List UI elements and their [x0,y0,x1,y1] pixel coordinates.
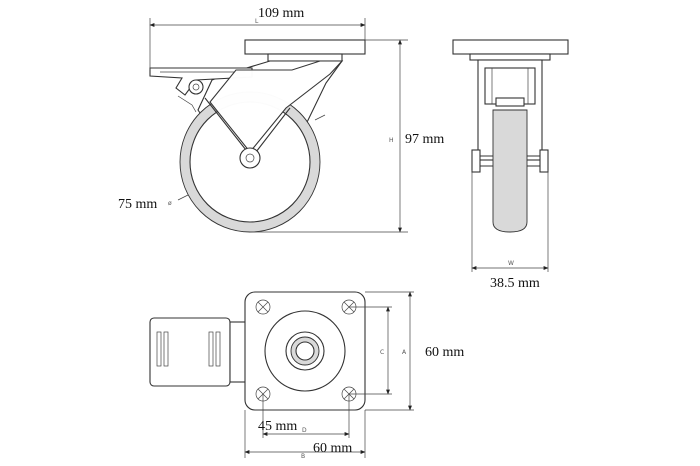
plate-a-letter: A [402,349,407,356]
hole-c-letter: C [380,349,384,356]
side-view: ø L 109 mm H 97 mm 75 mm [118,6,444,233]
length-letter: L [255,18,259,25]
length-label: 109 mm [258,6,304,21]
plate-b-label: 60 mm [313,441,352,456]
front-wheel [492,109,528,233]
height-letter: H [389,137,394,144]
plate-a-label: 60 mm [425,345,464,360]
diameter-letter: ø [168,200,172,207]
width-label: 38.5 mm [490,276,540,291]
plate-b-letter: B [301,453,305,460]
width-letter: W [508,260,514,267]
axle-boss [239,147,261,169]
hole-d-letter: D [302,427,307,434]
front-view: W 38.5 mm [452,39,569,291]
height-label: 97 mm [405,132,444,147]
wheel-diameter-label: 75 mm [118,197,157,212]
hole-d-label: 45 mm [258,419,297,434]
top-view: A 60 mm C D 45 mm B 60 mm [149,291,464,460]
